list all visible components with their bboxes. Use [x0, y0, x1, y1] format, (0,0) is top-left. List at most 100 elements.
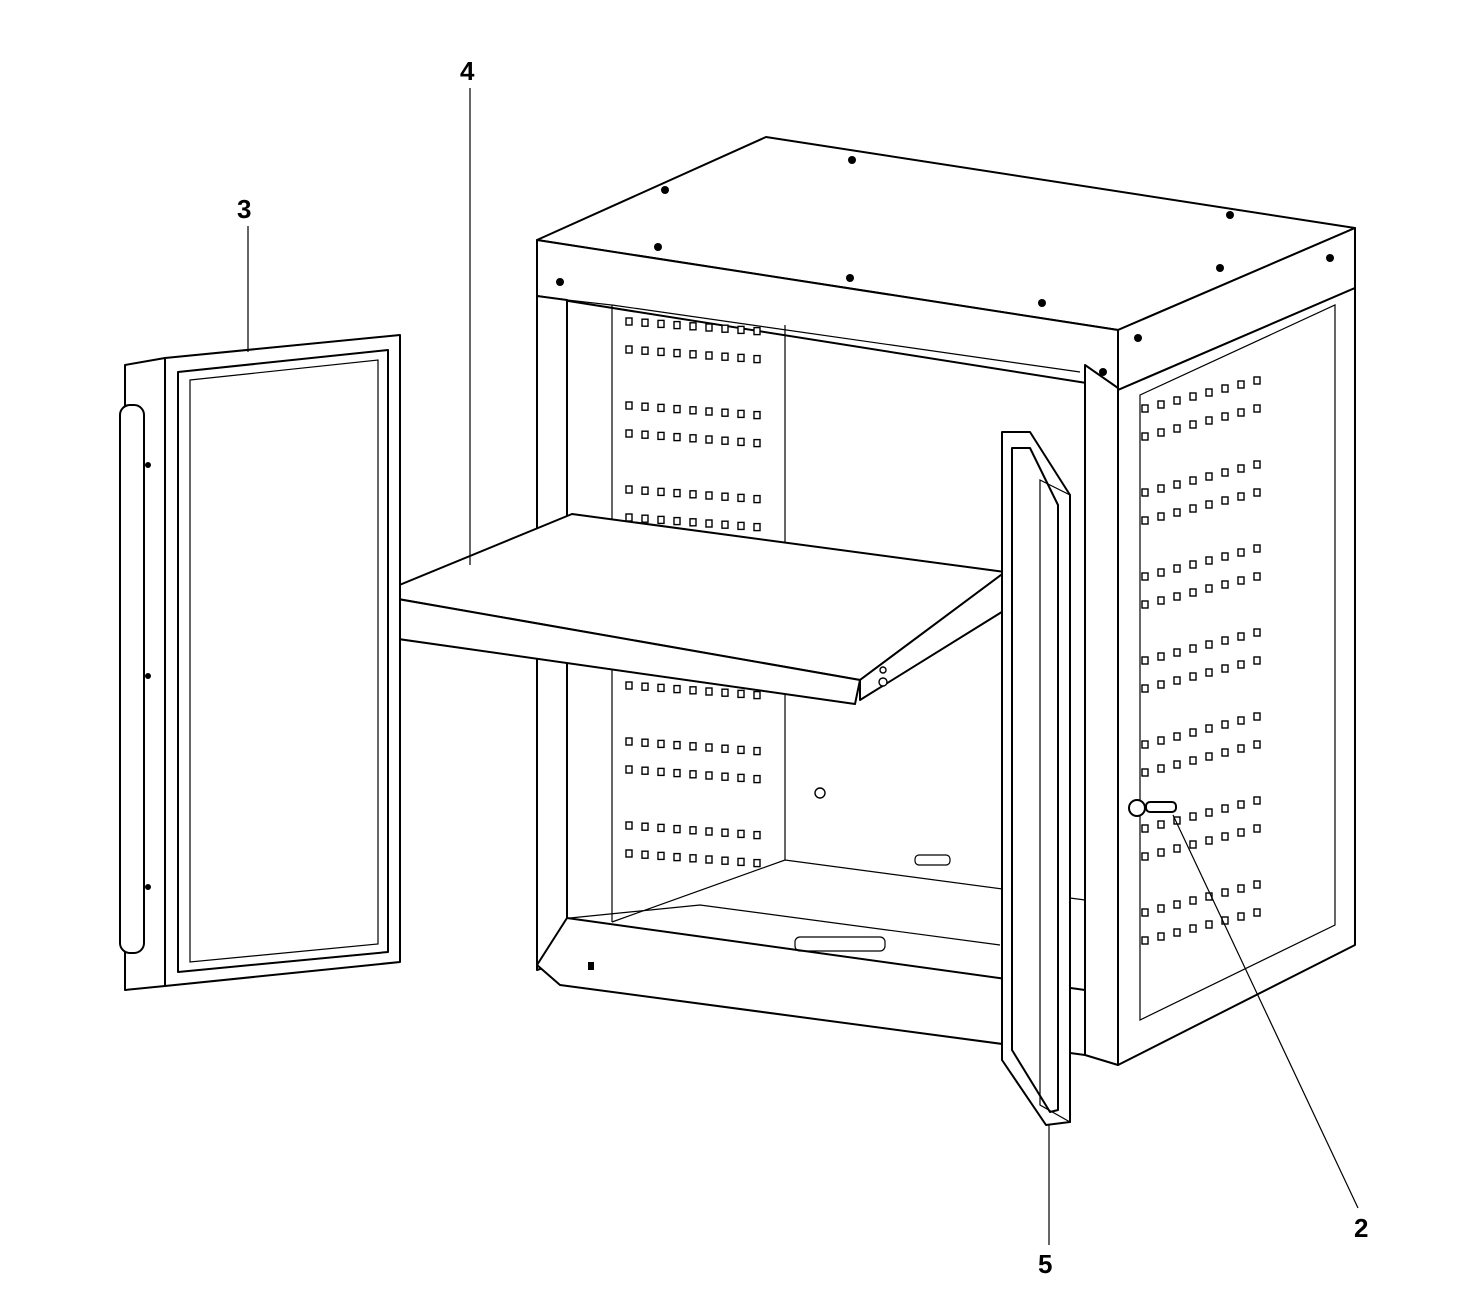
- left-door-screw: [145, 673, 151, 679]
- perforation-hole: [625, 401, 633, 410]
- perforation-hole: [1205, 836, 1213, 845]
- perforation-hole: [721, 492, 729, 501]
- perforation-hole: [753, 438, 761, 448]
- left-door-screw: [145, 462, 151, 468]
- perforation-hole: [1253, 572, 1261, 581]
- leader-lines: [247, 88, 1359, 1245]
- perforation-hole: [1221, 636, 1229, 645]
- perforation-hole: [1205, 724, 1213, 733]
- perforation-hole: [705, 827, 713, 836]
- perforation-hole: [689, 490, 697, 499]
- perforation-hole: [641, 318, 649, 327]
- cabinet-right-side: [1117, 287, 1356, 1066]
- perforation-hole: [1189, 476, 1197, 485]
- bottom-rail-hole: [588, 962, 594, 970]
- perforation-hole: [1141, 936, 1149, 945]
- perforation-hole: [1189, 672, 1197, 681]
- shelf-hole: [878, 677, 888, 687]
- perforation-hole: [689, 826, 697, 835]
- perforation-hole: [1237, 576, 1245, 585]
- perforation-hole: [625, 485, 633, 494]
- perforation-hole: [1205, 640, 1213, 649]
- perforation-hole: [689, 742, 697, 751]
- perforation-hole: [1189, 420, 1197, 429]
- perforation-hole: [705, 743, 713, 752]
- perforation-hole: [1237, 716, 1245, 725]
- perforation-hole: [753, 690, 761, 700]
- perforation-hole: [625, 821, 633, 830]
- cabinet-floor-line: [569, 904, 1001, 946]
- perforation-hole: [657, 515, 665, 525]
- perforation-hole: [1173, 676, 1181, 685]
- perforation-hole: [1173, 900, 1181, 909]
- perforation-hole: [705, 323, 713, 332]
- perforation-hole: [1205, 416, 1213, 425]
- perforation-hole: [1189, 504, 1197, 513]
- right-door-inner: [1011, 447, 1059, 1113]
- perforation-hole: [721, 828, 729, 837]
- perforation-hole: [1189, 840, 1197, 849]
- perforation-hole: [689, 406, 697, 415]
- right-panel-perforations: [1141, 376, 1261, 945]
- perforation-hole: [1173, 844, 1181, 853]
- perforation-hole: [721, 352, 729, 361]
- perforation-hole: [705, 435, 713, 444]
- perforation-hole: [1157, 596, 1165, 605]
- right-door: [1001, 431, 1071, 1126]
- perforation-hole: [673, 348, 681, 358]
- lock-cylinder: [1128, 799, 1146, 817]
- perforation-hole: [1253, 376, 1261, 385]
- shelf-hole: [879, 666, 887, 674]
- perforation-hole: [641, 402, 649, 411]
- perforation-hole: [1141, 824, 1149, 833]
- perforation-hole: [1237, 632, 1245, 641]
- perforation-hole: [1141, 488, 1149, 497]
- perforation-hole: [689, 686, 697, 695]
- perforation-hole: [1157, 428, 1165, 437]
- perforation-hole: [1157, 904, 1165, 913]
- perforation-hole: [1221, 720, 1229, 729]
- perforation-hole: [1253, 908, 1261, 917]
- perforation-hole: [625, 429, 633, 438]
- perforation-hole: [1205, 752, 1213, 761]
- perforation-hole: [689, 854, 697, 863]
- perforation-hole: [753, 494, 761, 504]
- perforation-hole: [657, 403, 665, 413]
- perforation-hole: [1189, 560, 1197, 569]
- perforation-hole: [753, 830, 761, 840]
- perforation-hole: [721, 772, 729, 781]
- perforation-hole: [673, 684, 681, 694]
- perforation-hole: [657, 431, 665, 441]
- perforation-hole: [1157, 736, 1165, 745]
- perforation-hole: [1189, 812, 1197, 821]
- perforation-hole: [1141, 684, 1149, 693]
- perforation-hole: [1189, 756, 1197, 765]
- perforation-hole: [1253, 404, 1261, 413]
- perforation-hole: [753, 746, 761, 756]
- perforation-hole: [657, 767, 665, 777]
- perforation-hole: [625, 849, 633, 858]
- perforation-hole: [1173, 480, 1181, 489]
- perforation-hole: [1253, 796, 1261, 805]
- perforation-hole: [1237, 744, 1245, 753]
- perforation-hole: [737, 829, 745, 839]
- perforation-hole: [1205, 808, 1213, 817]
- left-door-inner-panel: [177, 349, 389, 973]
- perforation-hole: [1157, 484, 1165, 493]
- perforation-hole: [673, 432, 681, 442]
- lock-key: [1145, 801, 1177, 813]
- right-door-edge: [1039, 479, 1071, 1124]
- perforation-hole: [1141, 740, 1149, 749]
- perforation-hole: [641, 822, 649, 831]
- cabinet-front-right-upright: [1084, 364, 1119, 1066]
- perforation-hole: [705, 687, 713, 696]
- perforation-hole: [1189, 392, 1197, 401]
- perforation-hole: [1189, 924, 1197, 933]
- perforation-hole: [673, 320, 681, 330]
- perforation-hole: [1253, 544, 1261, 553]
- perforation-hole: [1157, 932, 1165, 941]
- cabinet-bottom-rail: [536, 917, 1086, 1056]
- leader-line-2: [1172, 814, 1359, 1209]
- perforation-hole: [657, 683, 665, 693]
- perforation-hole: [1253, 460, 1261, 469]
